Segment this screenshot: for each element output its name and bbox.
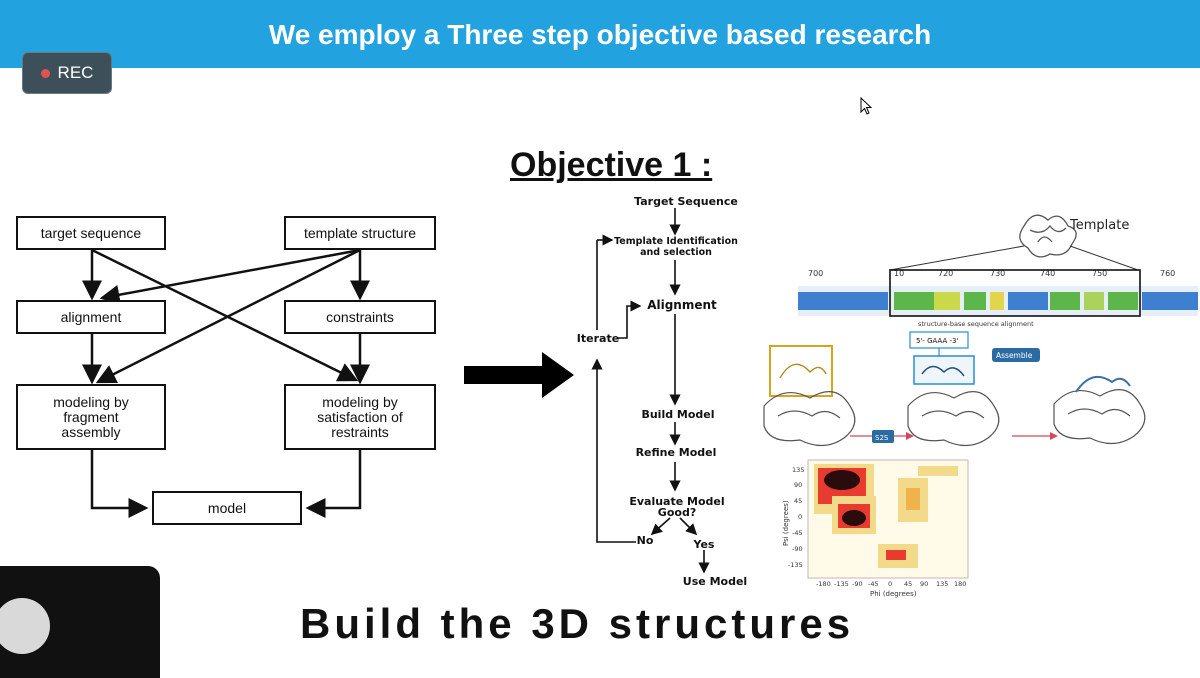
- slide-title-banner: We employ a Three step objective based r…: [0, 0, 1200, 68]
- rama-x-tick: 45: [904, 580, 912, 588]
- wf-yes: Yes: [693, 538, 715, 551]
- rama-xlabel: Phi (degrees): [870, 590, 917, 598]
- rama-y-tick: -135: [788, 561, 803, 569]
- wf-alignment: Alignment: [647, 298, 717, 312]
- rama-y-tick: 90: [794, 481, 802, 489]
- wf-refine-model: Refine Model: [635, 446, 717, 459]
- wf-build-model: Build Model: [641, 408, 715, 421]
- align-tick: 730: [990, 269, 1005, 278]
- right-arrow-icon: [464, 352, 574, 398]
- avatar: [0, 598, 50, 654]
- template-structure-image: [1019, 214, 1077, 258]
- slide-title: We employ a Three step objective based r…: [268, 19, 932, 50]
- align-tick: 720: [938, 269, 953, 278]
- modeling-fragment-label: modeling by fragment assembly: [53, 393, 129, 440]
- rama-x-tick: -90: [852, 580, 863, 588]
- modeling-satisfaction-label: modeling by satisfaction of restraints: [317, 393, 403, 440]
- constraints-label: constraints: [326, 308, 394, 325]
- left-flowchart-connectors: [82, 248, 370, 518]
- rama-x-tick: 180: [954, 580, 966, 588]
- rama-x-tick: 0: [888, 580, 892, 588]
- align-tick: 750: [1092, 269, 1107, 278]
- wf-iterate: Iterate: [576, 332, 620, 345]
- align-tick: 760: [1160, 269, 1175, 278]
- template-structure-label: template structure: [303, 224, 417, 241]
- alignment-box: alignment: [16, 300, 166, 334]
- template-label: Template: [1069, 218, 1129, 233]
- align-tick: 740: [1040, 269, 1055, 278]
- objective-title: Objective 1 :: [510, 146, 713, 184]
- assemble-label: Assemble: [996, 351, 1033, 360]
- wf-target-sequence: Target Sequence: [634, 195, 738, 208]
- rama-y-ticks: 135 90 45 0 -45 -90 -135: [788, 466, 804, 569]
- modeling-fragment-box: modeling by fragment assembly: [16, 384, 166, 450]
- alignment-label: alignment: [60, 308, 122, 325]
- modeling-satisfaction-box: modeling by satisfaction of restraints: [284, 384, 436, 450]
- s2s-label: S2S: [875, 434, 889, 442]
- rama-y-tick: 135: [792, 466, 804, 474]
- recording-label: REC: [57, 63, 94, 82]
- wf-use-model: Use Model: [682, 575, 748, 588]
- target-sequence-label: target sequence: [40, 224, 142, 241]
- workflow-connectors: [591, 208, 710, 574]
- constraints-box: constraints: [284, 300, 436, 334]
- ramachandran-plot: [807, 459, 969, 579]
- rama-x-tick: 90: [920, 580, 928, 588]
- rama-y-tick: 0: [798, 513, 802, 521]
- rama-x-ticks: -180 -135 -90 -45 0 45 90 135 180: [816, 580, 966, 588]
- template-structure-box: template structure: [284, 216, 436, 250]
- rama-x-tick: -135: [834, 580, 849, 588]
- rama-ylabel: Psi (degrees): [782, 500, 790, 546]
- participant-video-tile[interactable]: [0, 566, 160, 678]
- align-tick: 10: [894, 269, 904, 278]
- footer-caption: Build the 3D structures: [300, 600, 855, 647]
- rama-y-tick: 45: [794, 497, 802, 505]
- align-tick: 700: [808, 269, 823, 278]
- sequence-alignment-strip: [798, 269, 1198, 317]
- record-dot-icon: [40, 68, 50, 78]
- rama-x-tick: -180: [816, 580, 831, 588]
- rama-y-tick: -45: [792, 529, 803, 537]
- recording-indicator[interactable]: REC: [22, 52, 112, 94]
- motif-label: 5'- GAAA -3': [916, 337, 959, 345]
- model-box: model: [152, 491, 302, 525]
- rna-structure-images: [763, 389, 1146, 447]
- rama-x-tick: 135: [936, 580, 948, 588]
- wf-no: No: [636, 534, 654, 547]
- mouse-cursor-icon: [860, 97, 873, 115]
- model-label: model: [207, 499, 247, 516]
- wf-template-identification: Template Identification and selection: [614, 236, 738, 258]
- wf-evaluate-model: Evaluate Model Good?: [629, 495, 725, 519]
- target-sequence-box: target sequence: [16, 216, 166, 250]
- modeling-figure: Template 700 10 720 730 740 750 760 stru…: [763, 214, 1198, 598]
- rama-x-tick: -45: [868, 580, 879, 588]
- rama-y-tick: -90: [792, 545, 803, 553]
- alignment-caption: structure-base sequence alignment: [918, 320, 1034, 328]
